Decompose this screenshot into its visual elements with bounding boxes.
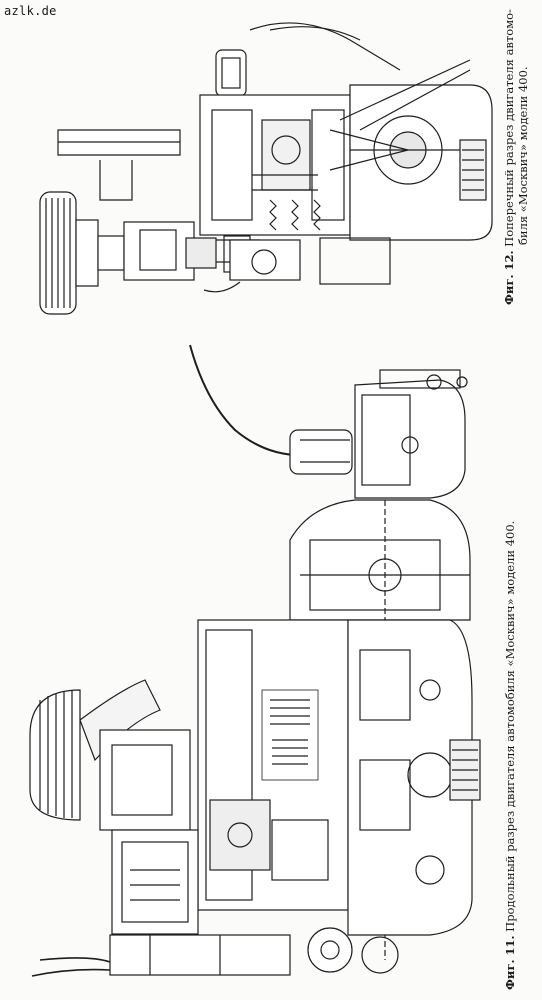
oil-filler-fig12 <box>215 49 247 97</box>
figure-12-caption-line-1: Поперечный разрез двигателя автомо- <box>502 9 516 247</box>
figure-12-caption-line-2: биля «Москвич» модели 400. <box>516 66 530 245</box>
figure-12-drawing <box>39 22 493 315</box>
exhaust-pipe-fig12 <box>57 129 181 201</box>
figure-11-caption-text: Продольный разрез двигателя автомобиля «… <box>503 520 517 932</box>
figure-11-label: Фиг. 11. <box>503 935 517 990</box>
air-filter-fig12 <box>39 191 125 315</box>
figure-11-caption: Фиг. 11. Продольный разрез двигателя авт… <box>503 521 517 990</box>
air-filter-fig11 <box>29 679 191 831</box>
figure-12-caption: Фиг. 12. Поперечный разрез двигателя авт… <box>502 9 530 305</box>
speedometer-cable <box>189 344 301 456</box>
generator-fig11 <box>111 829 199 935</box>
crankcase-fig11 <box>347 619 481 936</box>
figure-11-drawing <box>29 344 481 977</box>
figure-12-label: Фиг. 12. <box>502 250 516 305</box>
fan-fig11 <box>31 927 399 977</box>
gearbox-fig11 <box>289 369 468 499</box>
cylinder-block-fig12 <box>199 94 351 236</box>
cylinder-head-fig11 <box>197 619 349 911</box>
site-watermark: azlk.de <box>4 4 57 18</box>
crankcase-fig12 <box>329 84 493 241</box>
oil-pump-fig12 <box>203 22 471 293</box>
clutch-housing-fig11 <box>289 499 471 621</box>
